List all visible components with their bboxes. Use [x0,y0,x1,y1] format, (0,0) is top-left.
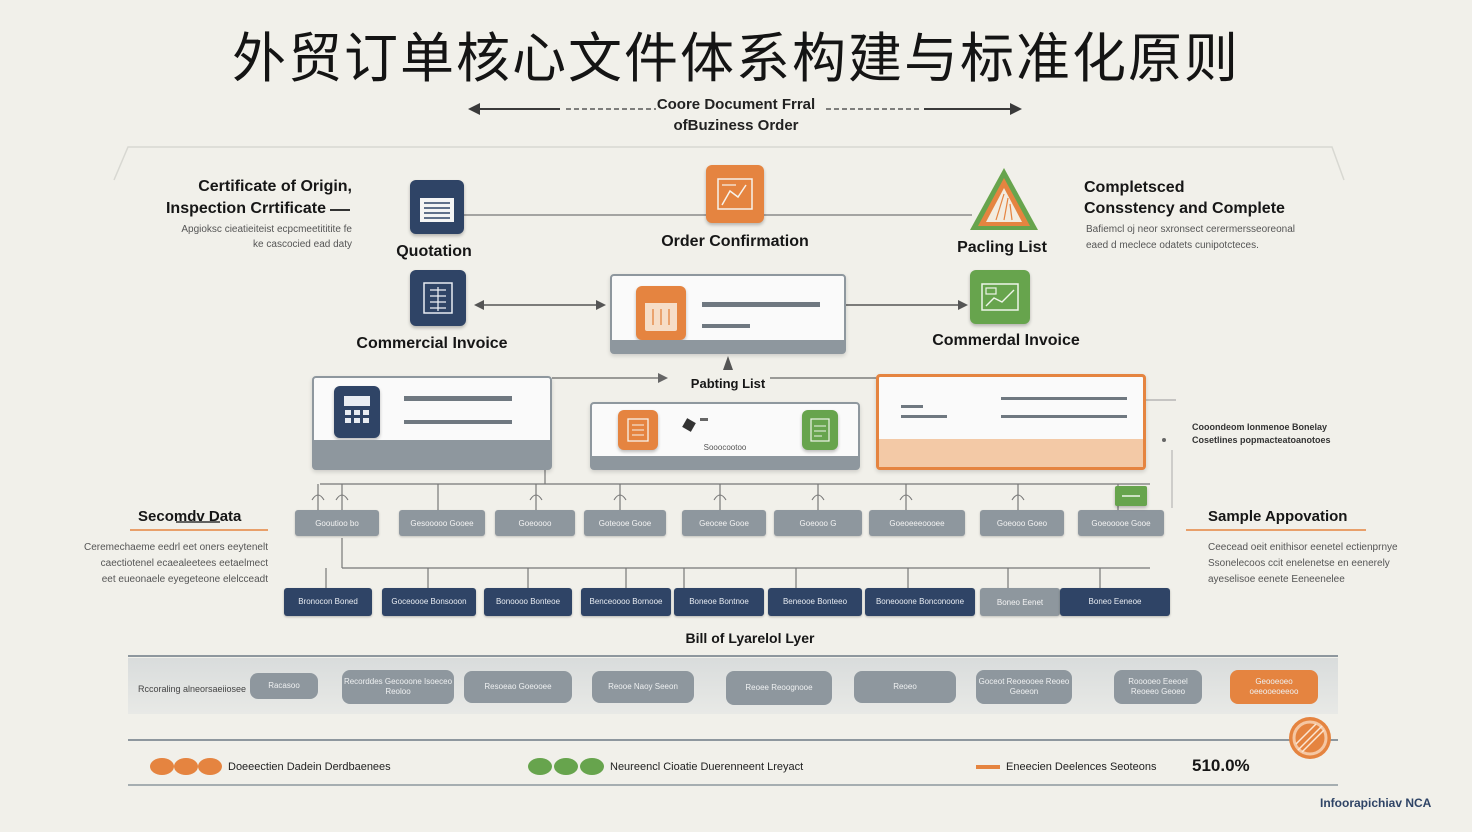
row2-node-4[interactable]: Benceoooo Bornooe [581,588,671,616]
band-left-label: Rccoraling alneorsaeiiosee [138,684,247,694]
right-section-desc-2: Ssonelecoos ccit enelenetse en eenerely [1208,558,1390,569]
row2-node-2[interactable]: Goceoooe Bonsooon [382,588,476,616]
row1-green-badge-icon [1115,486,1147,506]
right-card-dash-2 [901,415,947,418]
left-card-line-2 [404,420,512,424]
left-card-line-1 [404,396,512,401]
right-document-card[interactable] [876,374,1146,470]
right-card-line-1 [1001,397,1127,400]
top-right-desc-2: eaed d meclece odatets cunipotcteces. [1086,240,1259,251]
legend-orange-swatch [150,758,222,775]
subtitle-line-1: Coore Document Frral [656,96,816,113]
packing-list-triangle-icon[interactable] [966,164,1042,234]
commercial-invoice-left-label: Commercial Invoice [356,335,508,352]
quotation-document-icon[interactable] [410,180,464,234]
row2-node-5[interactable]: Boneoe Bontnoe [674,588,764,616]
legend-green-swatch [528,758,604,775]
row2-node-8[interactable]: Boneo Eenet [980,588,1060,616]
legend-item-1: Doeeectien Dadein Derdbaenees [228,761,391,773]
band-pill-9-highlight[interactable]: Geooeoeo oeeooeoeeoo [1230,670,1318,704]
right-note-line-2: Cosetlines popmacteatoanotoes [1192,435,1331,445]
center-document-card[interactable] [610,274,846,354]
watermark: Infoorapichiav NCA [1320,796,1432,810]
left-section-heading: Secomdv Data [138,508,242,525]
row1-node-2[interactable]: Gesooooo Gooee [399,510,485,536]
band-pill-5[interactable]: Reoee Reoognooe [726,671,832,705]
top-right-line-2: Consstency and Complete [1084,200,1285,217]
left-section-desc-3: eet eueonaele eyegeteone elelcceadt [101,574,268,585]
right-section-desc-3: ayeselisoe eenete Eeneenelee [1208,574,1345,585]
legend-item-2: Neureencl Cioatie Duerenneent Lreyact [610,761,804,773]
middle-card-caption: Sooocootoo [703,443,747,452]
middle-card-pen-icon [682,418,696,432]
top-left-desc-2: ke cascocied ead daty [253,239,352,250]
top-left-line-2: Inspection Crrtificate [165,200,326,217]
left-card-footer [314,440,550,468]
bottom-layer-label: Bill of Lyarelol Lyer [685,630,815,646]
band-pill-3[interactable]: Resoeao Goeooee [464,671,572,703]
band-pill-8[interactable]: Rooooeo Eeeoel Reoeeo Geoeo [1114,670,1202,704]
row2-node-1[interactable]: Bronocon Boned [284,588,372,616]
row2-node-6[interactable]: Beneooe Bonteeo [768,588,862,616]
band-pill-1[interactable]: Racasoo [250,673,318,699]
row1-node-4[interactable]: Goteooe Gooe [584,510,666,536]
left-section-desc-2: caectiotenel ecaealeetees eetaelmect [100,558,268,569]
order-confirmation-label: Order Confirmation [661,233,809,250]
row1-node-5[interactable]: Geocee Gooe [682,510,766,536]
legend-item-3: Eneecien Deelences Seoteons [1006,761,1157,773]
orange-circle-gauge-icon [1288,716,1332,760]
top-right-line-1: Completsced [1084,179,1185,196]
center-card-line-2 [702,324,750,328]
band-pill-6[interactable]: Reoeo [854,671,956,703]
row1-node-1[interactable]: Gooutioo bo [295,510,379,536]
commercial-invoice-right-icon[interactable] [970,270,1030,324]
row2-node-3[interactable]: Bonoooo Bonteoe [484,588,572,616]
top-left-line-1: Certificate of Origin, [198,178,352,195]
middle-document-card[interactable]: Sooocootoo [590,402,860,470]
band-pill-4[interactable]: Reooe Naoy Seeon [592,671,694,703]
page-title: 外贸订单核心文件体系构建与标准化原则 [232,27,1240,90]
center-card-orange-icon [636,286,686,340]
middle-card-orange-icon [618,410,658,450]
middle-card-dash [700,418,708,421]
right-card-line-2 [1001,415,1127,418]
right-card-footer [879,439,1143,467]
right-section-heading: Sample Appovation [1208,508,1348,525]
row1-node-7[interactable]: Goeoeeeoooee [869,510,965,536]
left-document-card[interactable] [312,376,552,470]
legend-percent: 510.0% [1192,756,1250,775]
right-card-dash-1 [901,405,923,408]
top-left-desc-1: Apgioksc cieatieiteist ecpcmeetititite f… [181,224,352,235]
commercial-invoice-right-label: Commerdal Invoice [932,332,1080,349]
row1-node-8[interactable]: Goeooo Goeo [980,510,1064,536]
center-card-line-1 [702,302,820,307]
packing-list-top-label: Pacling List [957,239,1047,256]
commercial-invoice-left-icon[interactable] [410,270,466,326]
legend-orange-dash [976,765,1000,769]
row2-node-7[interactable]: Boneooone Bonconoone [865,588,975,616]
packing-list-mid-label: Pabting List [690,376,766,391]
band-pill-2[interactable]: Recorddes Gecooone Isoeceo Reoloo [342,670,454,704]
left-section-desc-1: Ceremechaeme eedrl eet oners eeytenelt [84,542,268,553]
center-card-footer [612,340,844,352]
row1-node-9[interactable]: Goeooooe Gooe [1078,510,1164,536]
subtitle-line-2: ofBuziness Order [673,117,799,134]
band-pill-7[interactable]: Goceot Reoeooee Reoeo Geoeon [976,670,1072,704]
right-note-line-1: Cooondeom Ionmenoe Bonelay [1192,422,1328,432]
quotation-label: Quotation [396,243,472,260]
middle-card-footer [592,456,858,468]
right-section-desc-1: Ceecead oeit enithisor eenetel ectienprn… [1208,542,1398,553]
order-confirmation-icon[interactable] [706,165,764,223]
row2-node-9[interactable]: Boneo Eeneoe [1060,588,1170,616]
top-right-desc-1: Bafiemcl oj neor sxronsect cerermersseor… [1086,224,1295,235]
row1-node-6[interactable]: Goeooo G [774,510,862,536]
middle-card-green-icon [802,410,838,450]
row1-node-3[interactable]: Goeoooo [495,510,575,536]
left-card-calculator-icon [334,386,380,438]
